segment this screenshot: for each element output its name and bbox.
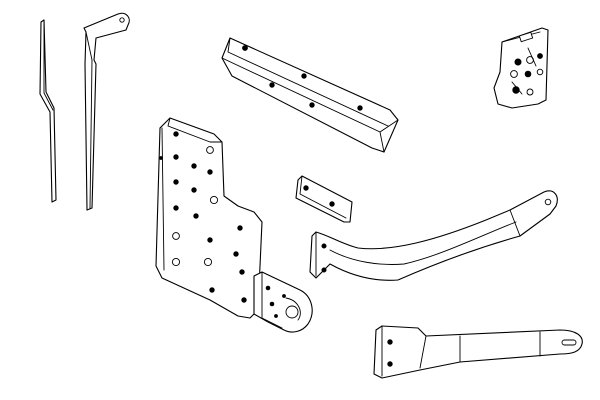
socket-bracket — [253, 271, 313, 333]
small-flat-plate — [295, 175, 353, 223]
lower-flat-bar — [373, 325, 583, 379]
straight-rod — [39, 19, 57, 203]
curved-arm — [309, 190, 558, 281]
main-mounting-plate — [155, 117, 263, 319]
long-angle-bracket — [221, 37, 399, 153]
fastener-bag — [493, 27, 549, 109]
bent-rod — [83, 12, 130, 211]
